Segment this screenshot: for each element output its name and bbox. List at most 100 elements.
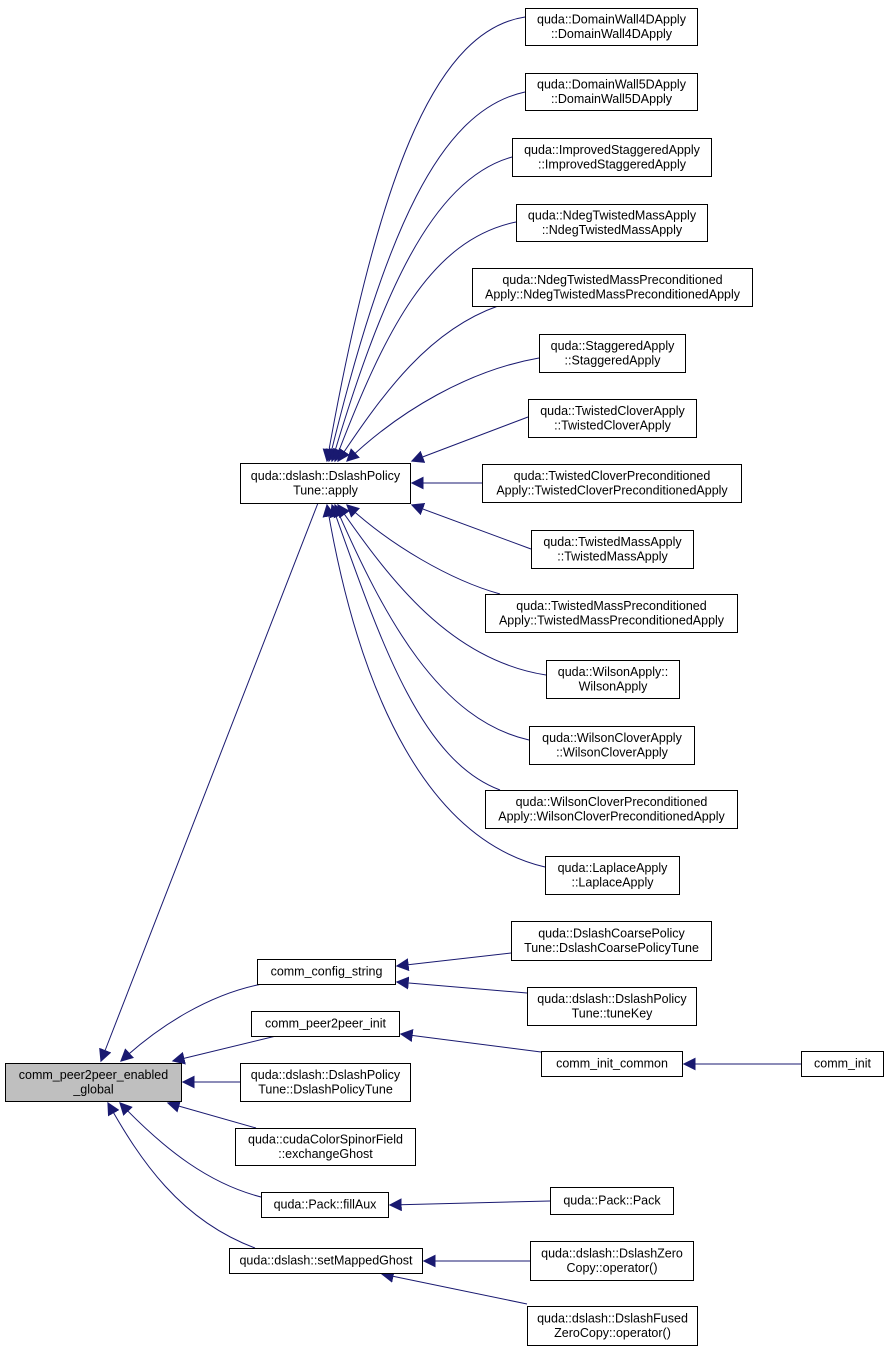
node-box [251, 1011, 400, 1037]
edges-layer [99, 16, 801, 1305]
node-box [516, 204, 708, 242]
node-label: ::StaggeredApply [565, 353, 662, 367]
nodes-layer: comm_peer2peer_enabled_globalquda::dslas… [5, 8, 884, 1346]
node-label: comm_init_common [556, 1057, 668, 1071]
edge-tunekey-to-config [395, 976, 528, 994]
node-box [229, 1248, 423, 1274]
node-box [529, 726, 695, 765]
edge-wcp-to-dslash_apply [329, 503, 501, 791]
node-label: quda::WilsonApply:: [558, 665, 668, 679]
edge-fusedzc-to-mapped [380, 1270, 528, 1305]
node-label: Apply::NdegTwistedMassPreconditionedAppl… [485, 287, 741, 301]
node-exghost[interactable]: quda::cudaColorSpinorField::exchangeGhos… [235, 1128, 416, 1166]
node-box [541, 1051, 683, 1077]
node-coarse[interactable]: quda::DslashCoarsePolicyTune::DslashCoar… [511, 921, 712, 961]
edge-mapped-to-focus [107, 1101, 256, 1249]
node-label: Tune::DslashCoarsePolicyTune [524, 941, 699, 955]
node-wilson[interactable]: quda::WilsonApply::WilsonApply [546, 660, 680, 699]
node-box [527, 1306, 698, 1346]
node-tmp[interactable]: quda::TwistedMassPreconditionedApply::Tw… [485, 594, 738, 633]
node-label: Apply::TwistedCloverPreconditionedApply [496, 483, 728, 497]
node-initcommon[interactable]: comm_init_common [541, 1051, 683, 1077]
edge-impstag-to-dslash_apply [329, 156, 513, 463]
node-label: quda::dslash::DslashFused [537, 1311, 688, 1325]
node-box [240, 463, 411, 504]
node-label: quda::dslash::setMappedGhost [239, 1254, 413, 1268]
node-config[interactable]: comm_config_string [257, 959, 396, 985]
node-fusedzc[interactable]: quda::dslash::DslashFusedZeroCopy::opera… [527, 1306, 698, 1346]
node-label: ::WilsonCloverApply [556, 745, 669, 759]
node-label: quda::LaplaceApply [558, 861, 669, 875]
node-dslash_apply[interactable]: quda::dslash::DslashPolicyTune::apply [240, 463, 411, 504]
node-label: quda::TwistedCloverApply [540, 404, 685, 418]
node-wc[interactable]: quda::WilsonCloverApply::WilsonCloverApp… [529, 726, 695, 765]
edge-tm-to-dslash_apply [410, 502, 532, 550]
node-stag[interactable]: quda::StaggeredApply::StaggeredApply [539, 334, 686, 373]
node-dw4d[interactable]: quda::DomainWall4DApply::DomainWall4DApp… [525, 8, 698, 46]
edge-dslash_apply-to-focus [99, 502, 319, 1063]
edge-stag-to-dslash_apply [346, 357, 540, 462]
node-box [530, 1241, 694, 1281]
edge-ndegtmp-to-dslash_apply [337, 305, 499, 463]
node-box [528, 399, 697, 438]
node-comminit[interactable]: comm_init [801, 1051, 884, 1077]
node-label: quda::TwistedCloverPreconditioned [514, 469, 711, 483]
node-mapped[interactable]: quda::dslash::setMappedGhost [229, 1248, 423, 1274]
node-p2pinit[interactable]: comm_peer2peer_init [251, 1011, 400, 1037]
node-label: Apply::WilsonCloverPreconditionedApply [498, 809, 725, 823]
node-label: quda::ImprovedStaggeredApply [524, 143, 701, 157]
node-box [525, 73, 698, 111]
edge-wilson-to-dslash_apply [337, 503, 547, 676]
node-laplace[interactable]: quda::LaplaceApply::LaplaceApply [545, 856, 680, 895]
node-pack[interactable]: quda::Pack::Pack [550, 1187, 674, 1215]
node-box [545, 856, 680, 895]
node-label: quda::dslash::DslashPolicy [251, 469, 401, 483]
node-ndegtm[interactable]: quda::NdegTwistedMassApply::NdegTwistedM… [516, 204, 708, 242]
node-label: comm_config_string [271, 965, 383, 979]
edge-laplace-to-dslash_apply [322, 503, 546, 868]
node-label: quda::DomainWall4DApply [537, 12, 687, 26]
node-label: ::exchangeGhost [278, 1147, 373, 1161]
node-label: Tune::apply [293, 483, 359, 497]
node-wcp[interactable]: quda::WilsonCloverPreconditionedApply::W… [485, 790, 738, 829]
node-label: ZeroCopy::operator() [554, 1326, 671, 1340]
node-box [235, 1128, 416, 1166]
edge-initcommon-to-p2pinit [399, 1029, 542, 1053]
node-tcp[interactable]: quda::TwistedCloverPreconditionedApply::… [482, 464, 742, 503]
edge-coarse-to-config [395, 952, 512, 972]
node-label: quda::dslash::DslashPolicy [537, 992, 687, 1006]
node-tc[interactable]: quda::TwistedCloverApply::TwistedCloverA… [528, 399, 697, 438]
node-box [550, 1187, 674, 1215]
node-label: ::NdegTwistedMassApply [542, 223, 683, 237]
node-box [512, 138, 712, 177]
node-impstag[interactable]: quda::ImprovedStaggeredApply::ImprovedSt… [512, 138, 712, 177]
node-label: WilsonApply [579, 679, 649, 693]
node-label: Apply::TwistedMassPreconditionedApply [499, 613, 725, 627]
node-focus: comm_peer2peer_enabled_global [5, 1063, 182, 1102]
node-box [531, 530, 694, 569]
node-label: Copy::operator() [566, 1261, 657, 1275]
node-box [525, 8, 698, 46]
node-dw5d[interactable]: quda::DomainWall5DApply::DomainWall5DApp… [525, 73, 698, 111]
node-box [527, 987, 697, 1026]
node-box [472, 268, 753, 307]
node-box [801, 1051, 884, 1077]
node-dpt[interactable]: quda::dslash::DslashPolicyTune::DslashPo… [240, 1063, 411, 1102]
node-fillaux[interactable]: quda::Pack::fillAux [261, 1192, 389, 1218]
node-tunekey[interactable]: quda::dslash::DslashPolicyTune::tuneKey [527, 987, 697, 1026]
node-label: ::ImprovedStaggeredApply [538, 157, 687, 171]
node-box [485, 594, 738, 633]
node-label: quda::Pack::fillAux [274, 1198, 378, 1212]
node-box [261, 1192, 389, 1218]
node-ndegtmp[interactable]: quda::NdegTwistedMassPreconditionedApply… [472, 268, 753, 307]
edge-config-to-focus [120, 983, 263, 1062]
node-label: Tune::DslashPolicyTune [258, 1082, 393, 1096]
node-tm[interactable]: quda::TwistedMassApply::TwistedMassApply [531, 530, 694, 569]
node-label: quda::TwistedMassApply [543, 535, 682, 549]
node-box [482, 464, 742, 503]
node-label: quda::NdegTwistedMassApply [528, 208, 697, 222]
node-label: ::DomainWall4DApply [551, 27, 673, 41]
node-label: ::LaplaceApply [571, 875, 654, 889]
